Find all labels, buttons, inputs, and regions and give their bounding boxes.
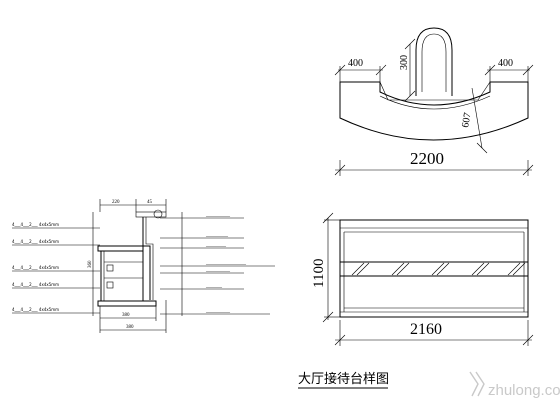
dim-post-height: 300 — [399, 55, 410, 70]
section-plinth — [97, 300, 157, 307]
dim-depth: 607 — [460, 112, 473, 129]
section-right-note: __________ — [205, 242, 227, 247]
section-bottom-dim-2: 380 — [126, 325, 134, 330]
section-right-notes: ____________ ___________ __________ ____… — [160, 212, 275, 315]
front-elevation: 1100 2160 — [311, 212, 534, 346]
elevation-glass-hatch — [351, 262, 526, 276]
section-detail-circle — [153, 209, 163, 219]
section-right-note: ____________ — [205, 212, 231, 217]
watermark-logo — [469, 371, 485, 397]
dim-left-width: 400 — [348, 58, 363, 69]
section-desk-top — [97, 245, 144, 252]
plan-arch-post-inner — [421, 33, 447, 92]
section-left-notes: 4___4___2___ 4x4x5mm 4___4___2___ 4x4x5m… — [12, 222, 100, 314]
section-cabinet — [100, 250, 144, 302]
dim-tick — [404, 90, 416, 102]
plan-arch-post — [415, 27, 453, 96]
section-side-dim: 360 — [88, 260, 93, 268]
watermark: zhulong.com — [469, 371, 560, 399]
section-bottom-dim-1: 380 — [122, 313, 130, 318]
dim-elevation-height: 1100 — [311, 259, 327, 288]
section-left-note: 4___4___2___ 4x4x5mm — [12, 265, 59, 270]
section-left-note: 4___4___2___ 4x4x5mm — [12, 282, 59, 287]
plan-view: 400 400 300 607 2200 — [334, 27, 534, 176]
watermark-text: zhulong.com — [488, 382, 560, 399]
section-left-note: 4___4___2___ 4x4x5mm — [12, 222, 59, 227]
section-view: 220 45 360 380 380 — [12, 199, 275, 333]
section-right-note: ____________________ — [205, 260, 247, 265]
dim-tick — [375, 64, 387, 76]
section-left-note: 4___4___2___ 4x4x5mm — [12, 239, 59, 244]
dim-tick — [404, 38, 416, 50]
drawing-caption: 大厅接待台样图 — [298, 371, 389, 386]
section-left-note: 4___4___2___ 4x4x5mm — [12, 307, 59, 312]
section-right-note: ___________ — [205, 232, 229, 237]
section-drawer-handle — [106, 281, 114, 289]
dim-line-depth — [471, 87, 483, 149]
section-top-dim-1: 220 — [112, 200, 120, 205]
dim-tick — [322, 212, 334, 224]
section-front-panel-inner — [145, 217, 154, 300]
section-right-note: ____________ — [205, 267, 231, 272]
section-right-note: ________ — [205, 283, 223, 288]
plan-inner-step — [379, 81, 491, 110]
dim-elevation-width: 2160 — [410, 321, 442, 338]
section-drawer-handle — [106, 264, 114, 272]
dim-total-width: 2200 — [410, 149, 444, 168]
section-upper-top — [135, 211, 167, 218]
elevation-outline — [339, 219, 529, 318]
dim-right-width: 400 — [498, 58, 513, 69]
dim-tick — [476, 142, 488, 154]
section-front-panel — [142, 217, 151, 300]
plan-counter-outline — [339, 81, 529, 141]
section-right-note: ____________ — [205, 308, 231, 313]
section-top-dim-2: 45 — [147, 200, 153, 205]
